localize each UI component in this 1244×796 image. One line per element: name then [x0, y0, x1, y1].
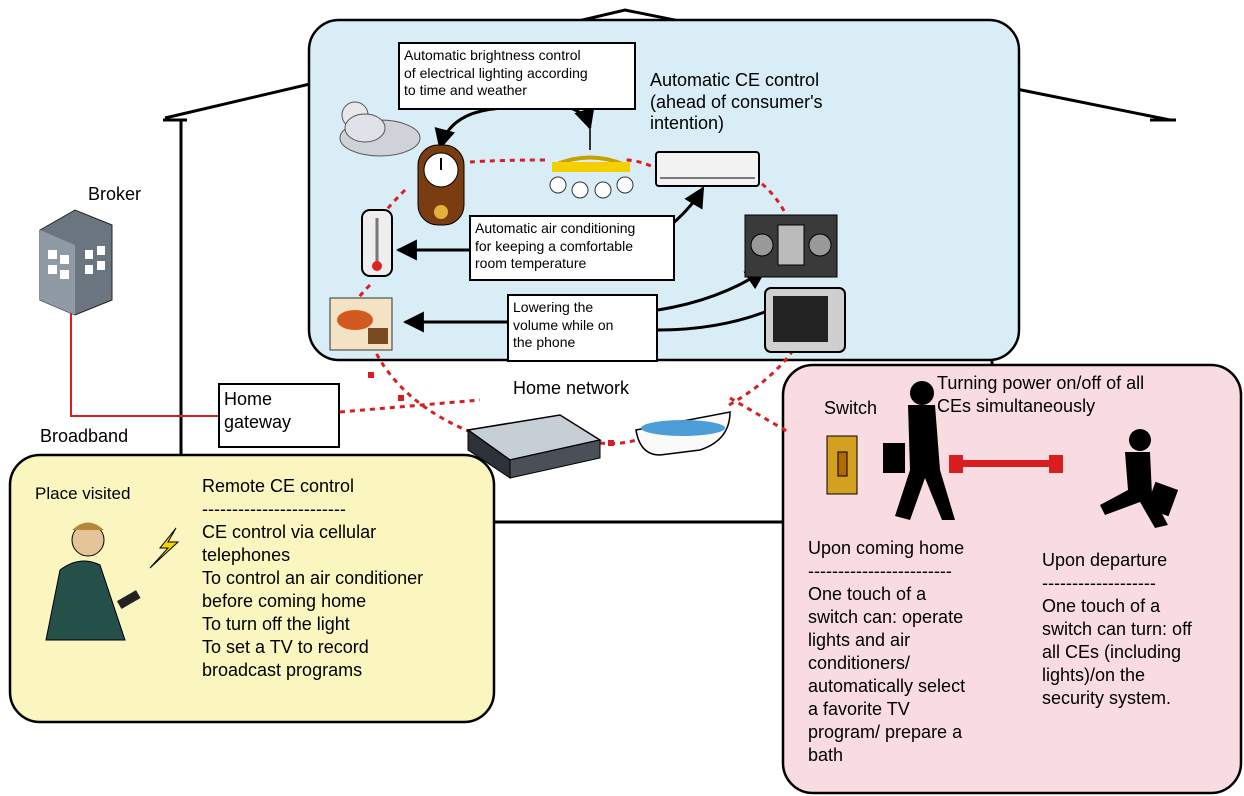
- cellphone-user-icon: [45, 522, 141, 641]
- weather-cloud-icon: [339, 101, 421, 157]
- home-gateway-box: Home gateway: [218, 383, 340, 448]
- person-departure-icon: [1100, 429, 1179, 528]
- air-conditioner-icon: [655, 151, 760, 187]
- broadband-label: Broadband: [40, 426, 129, 446]
- telephone-icon: [329, 297, 393, 351]
- broadband-line: [70, 312, 218, 417]
- chandelier-icon: [549, 128, 634, 199]
- broker-label: Broker: [88, 184, 142, 204]
- remote-control-panel: [8, 453, 496, 724]
- brightness-control-box: Automatic brightness control of electric…: [398, 42, 636, 110]
- power-heading: Turning power on/off of all CEs simultan…: [937, 373, 1145, 416]
- bathtub-icon: [635, 411, 731, 456]
- coming-home-text: Upon coming home -----------------------…: [808, 538, 966, 765]
- person-coming-home-icon: [883, 381, 955, 520]
- place-visited-label: Place visited: [35, 484, 131, 503]
- video-recorder-icon: [466, 414, 602, 479]
- lightning-icon: [149, 527, 180, 569]
- remote-control-text: Remote CE control ----------------------…: [202, 476, 424, 680]
- air-conditioning-box: Automatic air conditioning for keeping a…: [469, 215, 675, 281]
- stereo-system-icon: [744, 214, 838, 278]
- home-network-label: Home network: [513, 378, 630, 398]
- departure-text: Upon departure ------------------- One t…: [1042, 550, 1192, 708]
- tv-icon: [764, 287, 846, 353]
- wall-clock-icon: [417, 144, 465, 226]
- office-building-icon: [39, 209, 113, 316]
- light-switch-icon: [826, 435, 858, 495]
- switch-link: [949, 455, 1063, 473]
- auto-control-title: Automatic CE control (ahead of consumer'…: [650, 70, 823, 134]
- volume-control-box: Lowering the volume while on the phone: [507, 294, 658, 362]
- switch-label: Switch: [824, 398, 878, 418]
- thermometer-icon: [361, 209, 393, 277]
